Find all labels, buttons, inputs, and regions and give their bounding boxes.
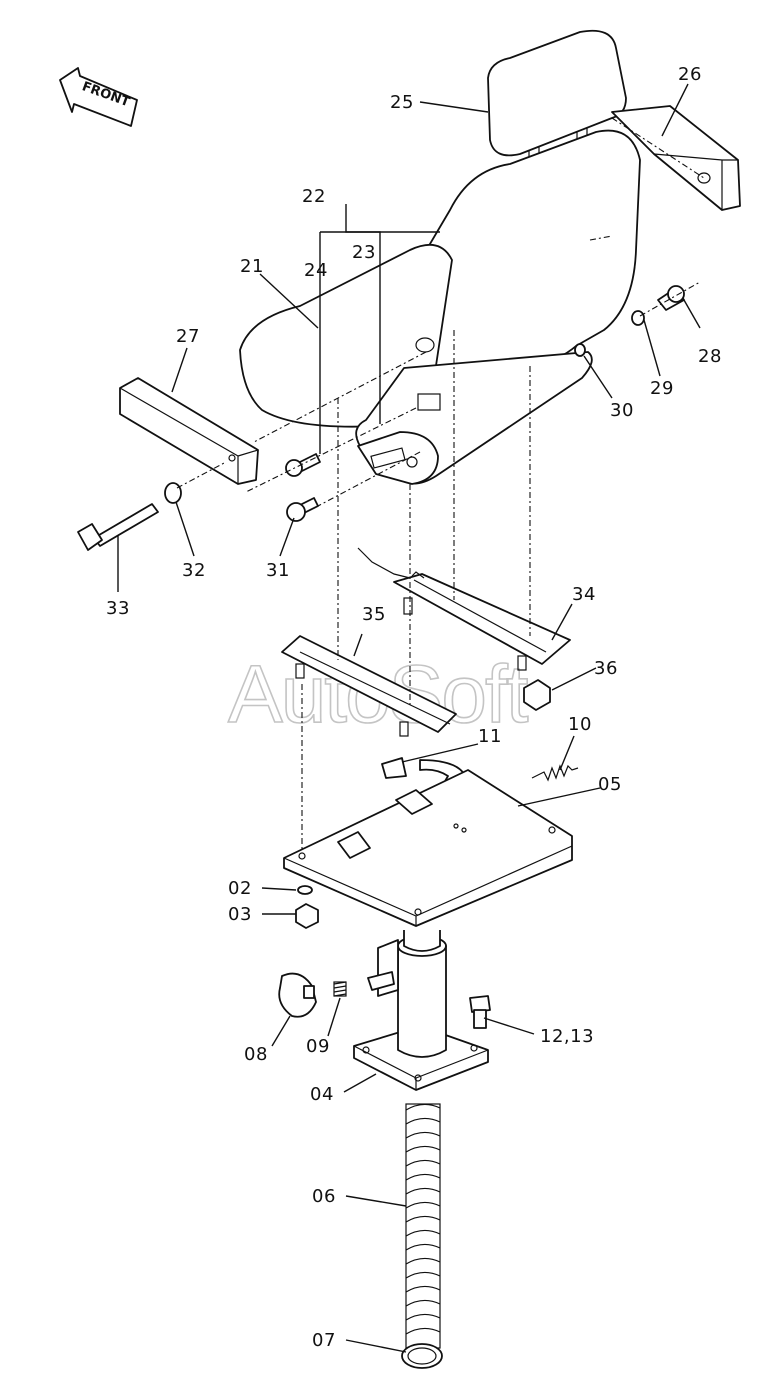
knob-08 (278, 972, 317, 1018)
callout-24: 24 (304, 260, 328, 281)
nut-03 (295, 903, 319, 929)
spring-10 (531, 764, 579, 782)
alignment-lines (176, 117, 705, 852)
seat-post (353, 930, 489, 1091)
washer-30 (574, 343, 586, 357)
callout-33: 33 (106, 598, 130, 619)
callout-32: 32 (182, 560, 206, 581)
stud (367, 971, 395, 991)
front-arrow-icon: FRONT (59, 67, 138, 127)
washer-32 (164, 482, 182, 504)
recline-mechanism (357, 431, 439, 485)
bolt-31 (286, 497, 319, 522)
callout-25: 25 (390, 92, 414, 113)
base-plate-05 (283, 769, 573, 927)
callout-26: 26 (678, 64, 702, 85)
seat-rail-34 (357, 547, 571, 671)
callout-28: 28 (698, 346, 722, 367)
seat-rail-35 (281, 635, 457, 737)
callout-22: 22 (302, 186, 326, 207)
callout-06: 06 (312, 1186, 336, 1207)
callout-27: 27 (176, 326, 200, 347)
bolt-12-13 (469, 995, 491, 1029)
callout-34: 34 (572, 584, 596, 605)
leader-lines (117, 83, 701, 1353)
callout-23: 23 (352, 242, 376, 263)
callout-09: 09 (306, 1036, 330, 1057)
callout-04: 04 (310, 1084, 334, 1105)
bolt-28 (657, 285, 685, 311)
callout-36: 36 (594, 658, 618, 679)
callout-35: 35 (362, 604, 386, 625)
callout-30: 30 (610, 400, 634, 421)
armrest-left (119, 377, 259, 485)
callout-05: 05 (598, 774, 622, 795)
callout-31: 31 (266, 560, 290, 581)
callout-10: 10 (568, 714, 592, 735)
callout-11: 11 (478, 726, 502, 747)
callout-02: 02 (228, 878, 252, 899)
nut-36 (523, 679, 551, 711)
callout-21: 21 (240, 256, 264, 277)
callout-07: 07 (312, 1330, 336, 1351)
callout-12-13: 12,13 (540, 1026, 594, 1047)
washer-29 (631, 310, 645, 326)
callout-08: 08 (244, 1044, 268, 1065)
retainer-07 (401, 1343, 443, 1369)
bolt-33 (77, 503, 159, 551)
callout-29: 29 (650, 378, 674, 399)
spring-09 (333, 981, 347, 997)
bolt-24 (285, 453, 321, 477)
callout-03: 03 (228, 904, 252, 925)
armrest-right (611, 105, 741, 211)
coil-spring-06 (405, 1103, 441, 1349)
washer-02 (297, 885, 313, 895)
